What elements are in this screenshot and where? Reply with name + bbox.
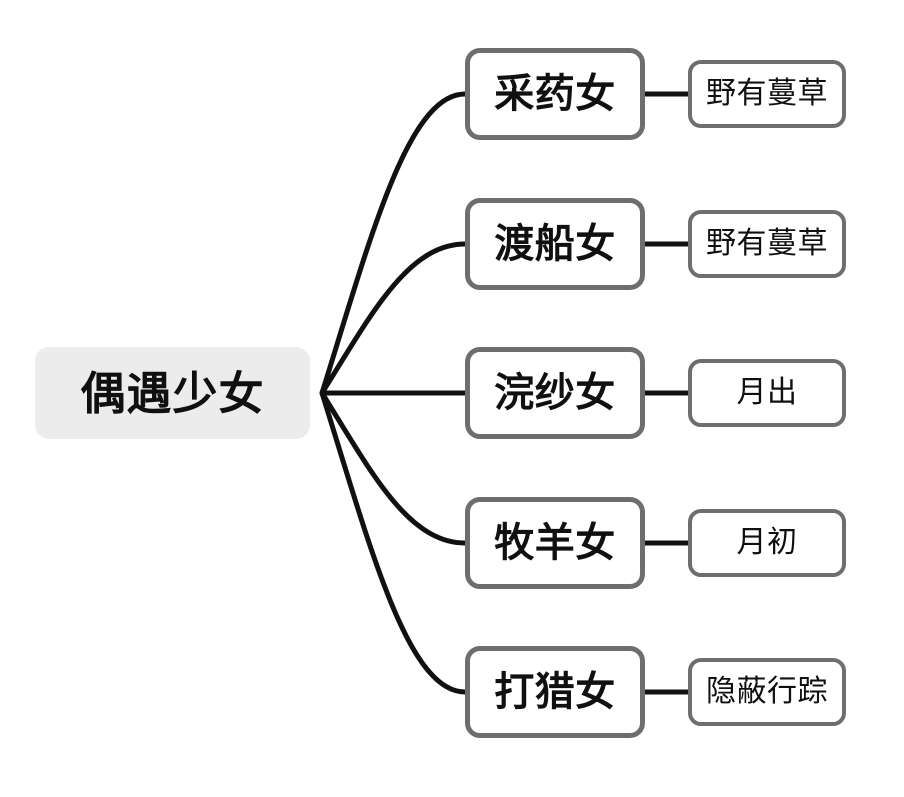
root-node[interactable]: 偶遇少女: [35, 347, 310, 439]
leaf-node-4[interactable]: 月初: [688, 509, 846, 577]
mid-node-label-3: 浣纱女: [494, 371, 616, 415]
branch-connector-4: [319, 390, 468, 546]
mid-node-label-4: 牧羊女: [494, 521, 616, 565]
leaf-node-5[interactable]: 隐蔽行踪: [688, 658, 846, 726]
leaf-node-3[interactable]: 月出: [688, 359, 846, 427]
leaf-node-label-5: 隐蔽行踪: [706, 675, 828, 708]
mid-node-label-2: 渡船女: [494, 222, 616, 266]
leaf-node-label-4: 月初: [736, 526, 798, 559]
mid-node-2[interactable]: 渡船女: [465, 198, 645, 290]
branch-connector-1: [319, 91, 468, 396]
leaf-node-2[interactable]: 野有蔓草: [688, 210, 846, 278]
leaf-node-label-2: 野有蔓草: [706, 227, 828, 260]
branch-connector-5: [319, 390, 468, 695]
mid-node-4[interactable]: 牧羊女: [465, 497, 645, 589]
root-node-label: 偶遇少女: [80, 367, 265, 419]
leaf-node-label-3: 月出: [736, 376, 798, 409]
branch-connector-2: [319, 241, 468, 396]
mid-node-label-1: 采药女: [494, 72, 616, 116]
mid-node-1[interactable]: 采药女: [465, 48, 645, 140]
mid-node-5[interactable]: 打猎女: [465, 646, 645, 738]
leaf-node-1[interactable]: 野有蔓草: [688, 60, 846, 128]
mid-node-3[interactable]: 浣纱女: [465, 347, 645, 439]
leaf-node-label-1: 野有蔓草: [706, 77, 828, 110]
mid-node-label-5: 打猎女: [494, 670, 616, 714]
